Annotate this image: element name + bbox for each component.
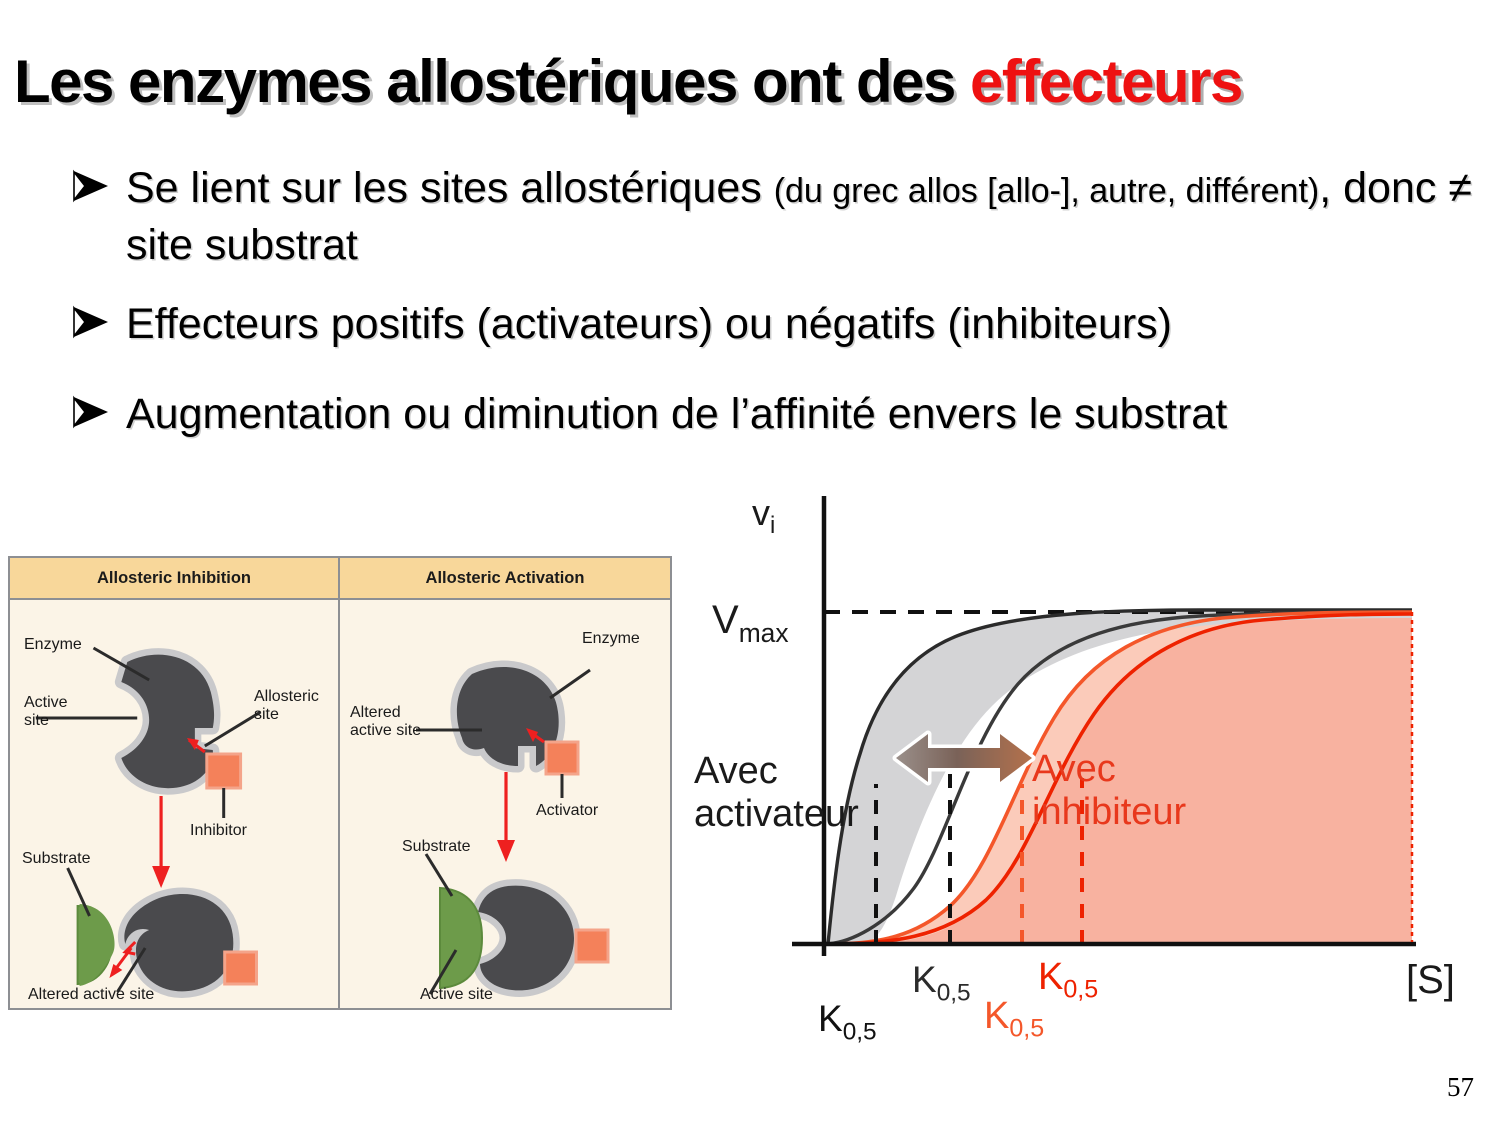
y-axis-label: vi: [752, 492, 776, 540]
arrow-bullet-icon: [68, 390, 112, 434]
x-axis-label: [S]: [1406, 958, 1455, 1002]
substrate-shape-activation: [439, 886, 484, 990]
activation-diagram-svg: [416, 660, 610, 997]
list-item: Effecteurs positifs (activateurs) ou nég…: [60, 296, 1480, 353]
label-enzyme-right: Enzyme: [582, 630, 640, 647]
label-inhibitor: Inhibitor: [190, 822, 247, 839]
bullet-1-small: (du grec allos [allo-], autre, différent…: [773, 172, 1320, 210]
arrow-bullet-icon: [68, 300, 112, 344]
vmax-tick-label: Vmax: [712, 598, 789, 648]
arrow-bullet-icon: [68, 164, 112, 208]
list-item-text: Se lient sur les sites allostériques (du…: [126, 164, 1472, 269]
list-item-text: Augmentation ou diminution de l’affinité…: [126, 390, 1228, 439]
curve-avec-inhibiteur-outer: [827, 612, 1413, 946]
list-item: Augmentation ou diminution de l’affinité…: [60, 386, 1480, 443]
label-enzyme-left: Enzyme: [24, 636, 82, 653]
enzyme-shape-bottom: [117, 887, 240, 998]
allosteric-regulation-figure: Allosteric Inhibition: [8, 556, 672, 1010]
inhibitor-square-bottom: [223, 950, 258, 986]
activator-square-bottom: [574, 928, 610, 964]
page-number: 57: [1447, 1072, 1474, 1102]
panel-header-activation: Allosteric Activation: [340, 558, 670, 600]
x-tick-label-k05-1: K0,5: [818, 998, 877, 1046]
inhibitor-region: [828, 612, 1412, 944]
inhibition-diagram-svg: [35, 646, 262, 998]
label-altered-active-site-left: Altered active site: [28, 986, 155, 1003]
label-activator: Activator: [536, 802, 599, 819]
activator-square-top: [544, 740, 580, 776]
x-tick-label-k05-2: K0,5: [912, 959, 971, 1007]
kinetics-chart-svg: [792, 496, 1416, 956]
list-item: Se lient sur les sites allostériques (du…: [60, 160, 1480, 274]
enzyme-shape-top: [114, 648, 221, 795]
bullet-list: Se lient sur les sites allostériques (du…: [60, 160, 1480, 465]
list-item-text: Effecteurs positifs (activateurs) ou nég…: [126, 299, 1173, 348]
x-tick-label-k05-3: K0,5: [984, 995, 1045, 1043]
bullet-1-tail: , donc ≠ site substrat: [126, 164, 1472, 269]
bullet-1-main: Se lient sur les sites allostériques: [126, 164, 774, 212]
page-title-highlight: effecteurs: [970, 48, 1243, 115]
enzyme-shape-bottom-activation: [471, 879, 581, 997]
curve-avec-inhibiteur-inner: [827, 610, 1413, 946]
inhibitor-square-top: [205, 752, 243, 790]
figure-panel-activation: Allosteric Activation: [340, 558, 670, 1008]
page-title: Les enzymes allostériques ont des effect…: [14, 52, 1494, 112]
label-substrate-left: Substrate: [22, 850, 91, 867]
activator-region: [828, 610, 1412, 944]
label-substrate-right: Substrate: [402, 838, 471, 855]
figure-panel-inhibition: Allosteric Inhibition: [10, 558, 340, 1008]
page-title-main: Les enzymes allostériques ont des: [14, 48, 971, 115]
curve-avec-activateur: [826, 608, 1412, 945]
panel-header-inhibition: Allosteric Inhibition: [10, 558, 338, 600]
shift-arrow-icon: [892, 730, 1036, 786]
enzyme-shape-top-activation: [450, 660, 566, 773]
x-tick-label-k05-4: K0,5: [1038, 956, 1099, 1004]
label-active-site-right: Active site: [420, 986, 493, 1003]
